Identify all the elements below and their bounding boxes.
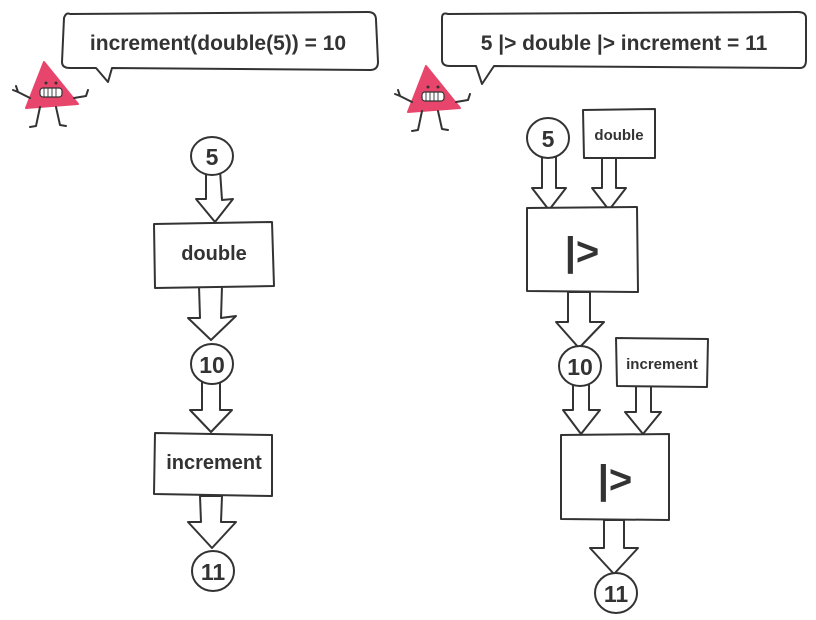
right-arrow-pipe2-to-11 (589, 519, 639, 575)
right-node-fn2-label: increment (626, 356, 698, 373)
right-node-pipe2-label: |> (598, 458, 633, 502)
left-node-input-label: 5 (206, 144, 219, 170)
right-node-output-label: 11 (604, 581, 629, 607)
left-caption-bubble: increment(double(5)) = 10 (61, 11, 379, 83)
right-node-fn1: double (582, 108, 656, 159)
right-node-pipe1-label: |> (565, 230, 600, 274)
left-node-fn1-label: double (181, 243, 247, 265)
right-node-pipe2: |> (560, 433, 670, 521)
right-arrow-5-to-pipe1 (531, 155, 567, 211)
right-arrow-pipe1-to-10 (555, 291, 605, 349)
left-arrow-5-to-double (195, 169, 234, 223)
right-node-pipe1: |> (526, 206, 639, 293)
right-node-mid-label: 10 (567, 354, 593, 380)
right-node-fn2: increment (615, 337, 709, 388)
left-node-fn2-label: increment (166, 452, 262, 474)
left-caption: increment(double(5)) = 10 (90, 32, 346, 55)
left-arrow-10-to-increment (189, 381, 233, 433)
right-node-input-label: 5 (542, 126, 555, 152)
left-mascot (12, 61, 89, 128)
right-node-input: 5 (526, 117, 570, 159)
right-node-output: 11 (594, 572, 638, 614)
left-node-fn2: increment (153, 432, 273, 497)
left-arrow-double-to-10 (187, 285, 237, 341)
pink-triangle-mascot-icon (394, 65, 471, 132)
left-node-mid-label: 10 (199, 352, 225, 378)
right-caption-bubble: 5 |> double |> increment = 11 (441, 11, 807, 85)
left-node-output-label: 11 (201, 559, 226, 585)
right-caption: 5 |> double |> increment = 11 (481, 32, 768, 55)
right-node-mid: 10 (558, 345, 602, 387)
right-arrow-10-to-pipe2 (562, 383, 601, 435)
left-arrow-increment-to-11 (187, 495, 237, 549)
right-node-fn1-label: double (594, 127, 643, 144)
left-node-mid: 10 (190, 343, 234, 385)
right-arrow-double-to-pipe1 (591, 157, 627, 211)
pink-triangle-mascot-icon (12, 61, 89, 128)
left-node-fn1: double (153, 221, 275, 289)
right-mascot (394, 65, 471, 132)
right-arrow-increment-to-pipe2 (624, 385, 662, 435)
left-node-output: 11 (191, 550, 235, 592)
left-node-input: 5 (190, 136, 234, 176)
